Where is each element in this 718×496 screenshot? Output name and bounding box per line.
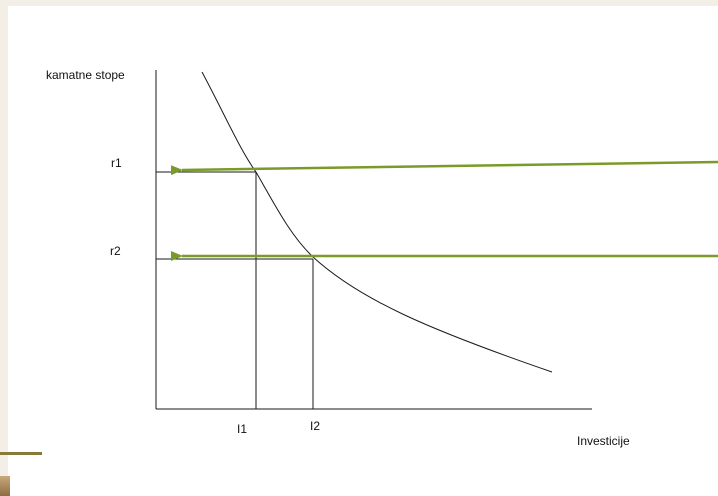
r1-arrow [170,160,718,176]
y-axis-label: kamatne stope [46,68,125,82]
rate-label-r1: r1 [111,156,122,170]
rate-label-r2: r2 [110,244,121,258]
investment-label-i1: I1 [237,422,247,436]
slide-canvas [8,6,718,496]
corner-photo-strip [0,476,10,496]
investment-demand-curve [201,71,553,373]
accent-line [0,452,42,455]
x-axis-label: Investicije [577,434,630,448]
investment-label-i2: I2 [310,419,320,433]
